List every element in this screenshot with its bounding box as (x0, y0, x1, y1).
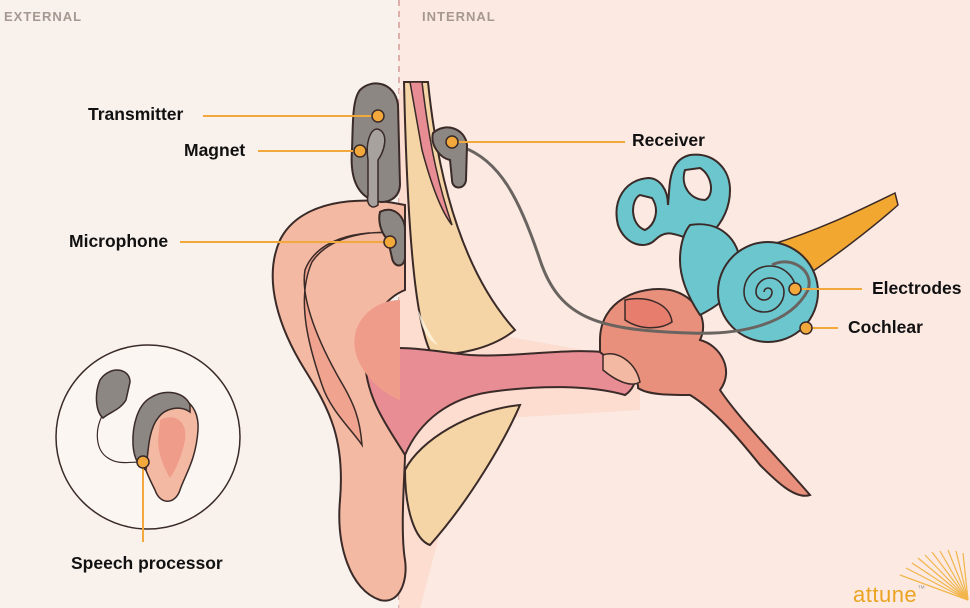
magnet-dot (353, 144, 367, 158)
electrodes-dot (788, 282, 802, 296)
speech-processor-label: Speech processor (71, 553, 223, 573)
brand-fan-icon (899, 549, 969, 601)
microphone-label: Microphone (69, 231, 169, 251)
inset-transmitter (95, 369, 131, 419)
electrode-wire (461, 145, 811, 335)
inset-processor (132, 391, 191, 471)
semicircular-canals (615, 153, 732, 246)
ossicles (624, 298, 673, 329)
receiver-label: Receiver (632, 130, 705, 150)
brand-trademark: ™ (917, 584, 926, 593)
cochlear-label: Cochlear (848, 317, 923, 337)
brand-name: attune (853, 582, 918, 607)
electrodes-label: Electrodes (872, 278, 962, 298)
cochlea-spiral (743, 265, 797, 313)
tissue-shading (399, 90, 640, 608)
internal-section-label: INTERNAL (422, 9, 496, 24)
microphone-dot (383, 235, 397, 249)
brand-logo: attune™ (853, 582, 926, 608)
lower-cartilage (403, 403, 522, 547)
external-section-label: EXTERNAL (4, 9, 83, 24)
skin-layer (409, 81, 453, 226)
cochlea (717, 241, 819, 343)
ear-fold (303, 231, 406, 448)
transmitter-label: Transmitter (88, 104, 184, 124)
eardrum (602, 353, 641, 385)
concha (354, 300, 400, 400)
transmitter-dot (371, 109, 385, 123)
inset-cable (96, 415, 141, 464)
inset-ear-inner (158, 417, 186, 478)
magnet-ring (366, 128, 386, 208)
magnet-label: Magnet (184, 140, 246, 160)
speech-processor-dot (136, 455, 150, 469)
middle-ear (599, 288, 812, 497)
receiver-dot (445, 135, 459, 149)
cochlear-dot (799, 321, 813, 335)
